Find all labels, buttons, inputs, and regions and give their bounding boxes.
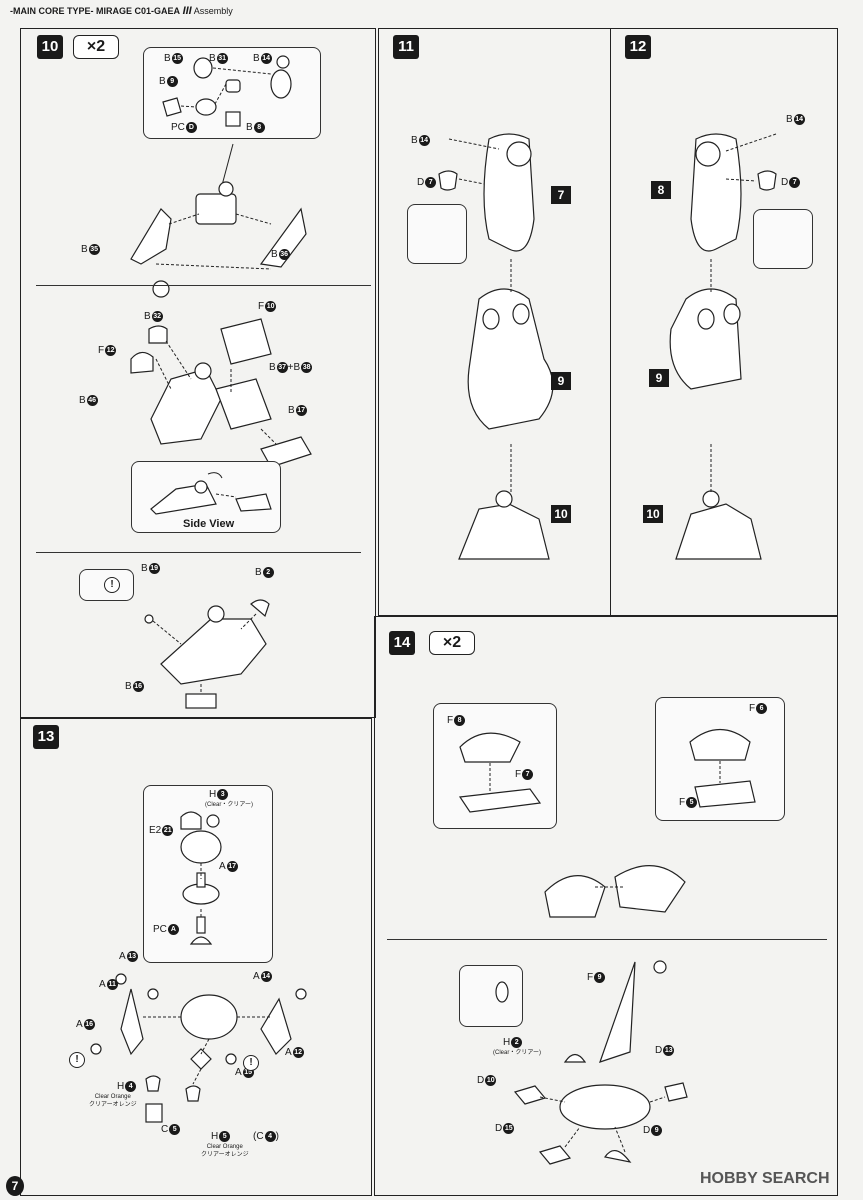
page-header: -MAIN CORE TYPE- MIRAGE C01-GAEA III Ass… xyxy=(10,5,233,17)
divider xyxy=(36,285,371,286)
header-title: MIRAGE C01-GAEA xyxy=(96,6,181,16)
hip-joint-drawing xyxy=(130,143,307,298)
part-inset-drawing xyxy=(458,729,756,813)
part-tag-10: 10 xyxy=(551,505,571,523)
header-mark: III xyxy=(182,5,192,17)
torso-drawing xyxy=(144,599,270,709)
label-clear: (Clear・クリアー) xyxy=(205,802,253,808)
step-number: 13 xyxy=(33,725,59,749)
page-number: 7 xyxy=(6,1176,24,1196)
step-number: 10 xyxy=(37,35,63,59)
label-h2-clear: (Clear・クリアー) xyxy=(493,1050,541,1056)
caution-icon: ! xyxy=(104,577,120,593)
header-prefix: -MAIN CORE TYPE- xyxy=(10,6,94,16)
divider xyxy=(387,939,827,940)
waist-assembly-drawing xyxy=(130,318,312,468)
divider xyxy=(36,552,361,553)
side-view-label: Side View xyxy=(183,518,235,530)
caution-icon: ! xyxy=(243,1055,259,1071)
header-suffix: Assembly xyxy=(193,6,233,16)
part-tag-10: 10 xyxy=(643,505,663,523)
detail-inset xyxy=(407,204,467,264)
step-number: 11 xyxy=(393,35,419,59)
detail-inset xyxy=(753,209,813,269)
part-tag-7: 7 xyxy=(551,186,571,204)
caution-icon: ! xyxy=(69,1052,85,1068)
multiplier-badge: ×2 xyxy=(429,631,475,655)
multiplier-badge: ×2 xyxy=(73,35,119,59)
head-parts-drawing xyxy=(162,55,292,127)
step-number: 14 xyxy=(389,631,415,655)
head-assembly-drawing xyxy=(90,973,307,1123)
leg-assembly-drawing xyxy=(438,133,554,560)
head-parts-drawing xyxy=(180,811,222,945)
step-number: 12 xyxy=(625,35,651,59)
head-parts-inset xyxy=(143,785,273,963)
part-tag-9: 9 xyxy=(551,372,571,390)
backpack-assembly-drawing xyxy=(544,865,686,918)
leg-assembly-drawing xyxy=(669,133,777,560)
part-tag-8: 8 xyxy=(651,181,671,199)
paint-inset xyxy=(459,965,523,1027)
watermark: HOBBY SEARCH xyxy=(700,1170,830,1187)
side-view-drawing xyxy=(150,472,272,515)
shield-assembly-drawing xyxy=(495,960,688,1165)
part-tag-9: 9 xyxy=(649,369,669,387)
